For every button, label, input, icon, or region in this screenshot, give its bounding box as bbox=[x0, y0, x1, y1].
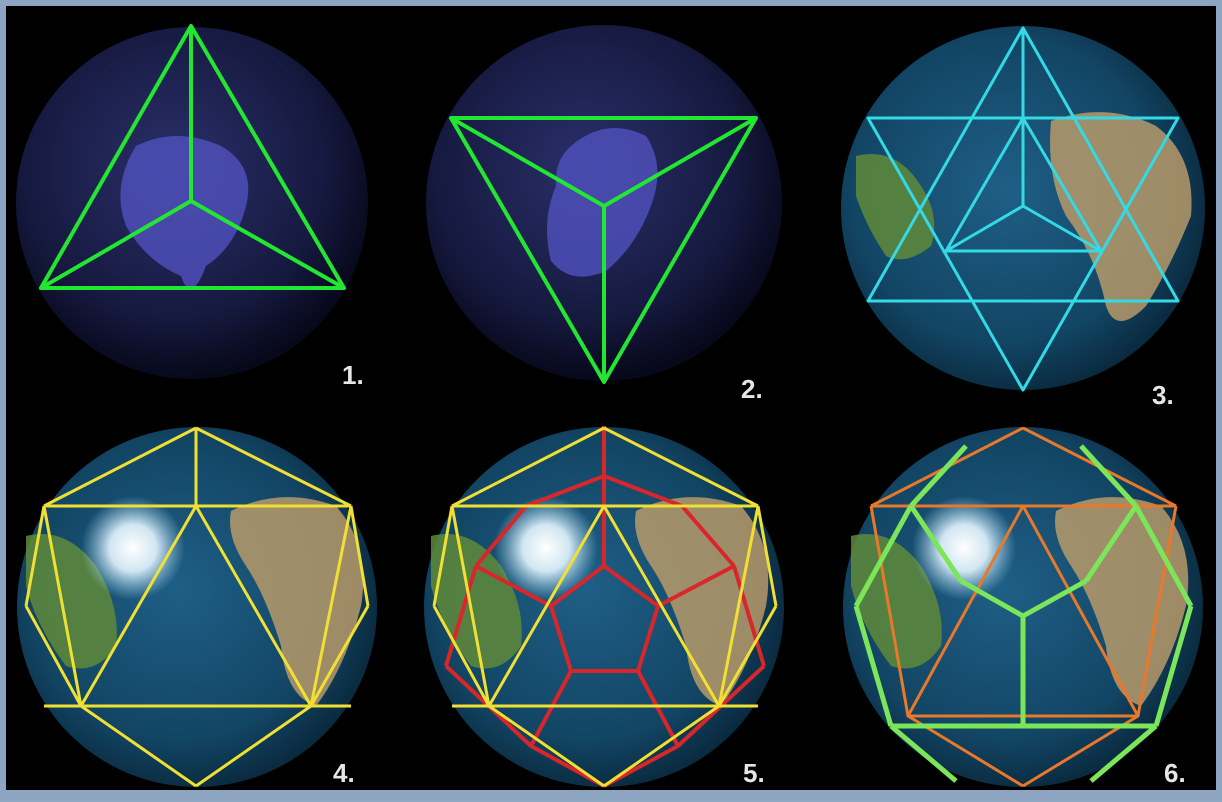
panel-1-label: 1. bbox=[342, 360, 364, 390]
panel-3-label: 3. bbox=[1152, 380, 1174, 410]
panel-4: 4. bbox=[17, 427, 377, 788]
panel-2: 2. bbox=[426, 25, 782, 404]
panel-6-label: 6. bbox=[1164, 758, 1186, 788]
figure-canvas: 1. 2. 3. bbox=[6, 6, 1222, 802]
panel-5: 5. bbox=[424, 426, 784, 788]
panel-1: 1. bbox=[16, 26, 368, 390]
panel-2-label: 2. bbox=[741, 374, 763, 404]
panel-4-label: 4. bbox=[333, 758, 355, 788]
panel-5-label: 5. bbox=[743, 758, 765, 788]
glare-4 bbox=[81, 496, 185, 600]
panel-3: 3. bbox=[841, 26, 1205, 410]
panel-6: 6. bbox=[843, 427, 1203, 788]
